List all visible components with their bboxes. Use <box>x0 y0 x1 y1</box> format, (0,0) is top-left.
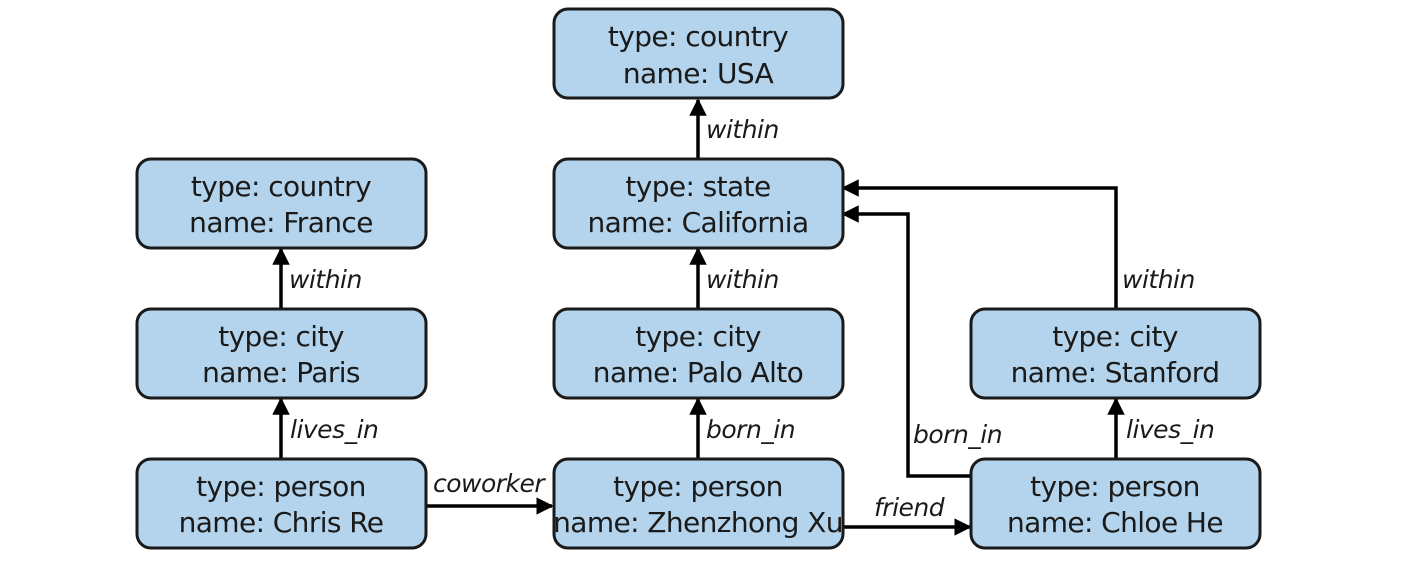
node-france: type: country name: France <box>135 157 428 250</box>
node-type: type: city <box>635 320 761 353</box>
node-chris-re: type: person name: Chris Re <box>135 457 428 550</box>
node-usa: type: country name: USA <box>552 7 845 100</box>
edge-chris-lives-in-paris: lives_in <box>272 397 379 458</box>
edge-label: within <box>706 115 779 144</box>
node-name: name: Zhenzhong Xu <box>553 506 843 539</box>
node-name: name: France <box>189 206 373 239</box>
node-zhenzhong-xu: type: person name: Zhenzhong Xu <box>552 457 845 550</box>
edge-palo-alto-within-california: within <box>689 247 779 308</box>
edge-label: within <box>1122 265 1195 294</box>
node-name: name: Stanford <box>1011 356 1220 389</box>
edge-label: within <box>289 265 362 294</box>
edge-label: coworker <box>433 469 546 498</box>
node-paris: type: city name: Paris <box>135 307 428 400</box>
node-type: type: country <box>608 20 788 53</box>
edge-label: lives_in <box>1126 415 1214 444</box>
node-type: type: person <box>613 470 783 503</box>
node-type: type: city <box>1052 320 1178 353</box>
edge-label: born_in <box>706 415 795 444</box>
node-type: type: person <box>1030 470 1200 503</box>
node-stanford: type: city name: Stanford <box>969 307 1262 400</box>
node-name: name: Chloe He <box>1007 506 1223 539</box>
node-type: type: person <box>196 470 366 503</box>
edge-label: within <box>706 265 779 294</box>
node-type: type: city <box>218 320 344 353</box>
edge-label: born_in <box>913 420 1002 449</box>
node-type: type: state <box>625 170 770 203</box>
node-palo-alto: type: city name: Palo Alto <box>552 307 845 400</box>
node-name: name: Paris <box>202 356 360 389</box>
edge-chloe-lives-in-stanford: lives_in <box>1107 397 1215 458</box>
edge-stanford-within-california: within <box>841 179 1195 308</box>
edge-paris-within-france: within <box>272 247 362 308</box>
edge-chris-coworker-zhenzhong: coworker <box>427 469 554 515</box>
node-name: name: California <box>587 206 808 239</box>
edge-chloe-born-in-california: born_in <box>841 205 1003 478</box>
edge-label: lives_in <box>290 415 378 444</box>
edge-zhenzhong-born-in-palo-alto: born_in <box>689 397 796 458</box>
node-name: name: Chris Re <box>179 506 384 539</box>
node-name: name: USA <box>623 57 774 90</box>
node-name: name: Palo Alto <box>593 356 803 389</box>
node-california: type: state name: California <box>552 157 845 250</box>
edge-california-within-usa: within <box>689 98 779 158</box>
edge-label: friend <box>874 493 945 522</box>
node-type: type: country <box>191 170 371 203</box>
edge-zhenzhong-friend-chloe: friend <box>843 493 972 536</box>
node-chloe-he: type: person name: Chloe He <box>969 457 1262 550</box>
